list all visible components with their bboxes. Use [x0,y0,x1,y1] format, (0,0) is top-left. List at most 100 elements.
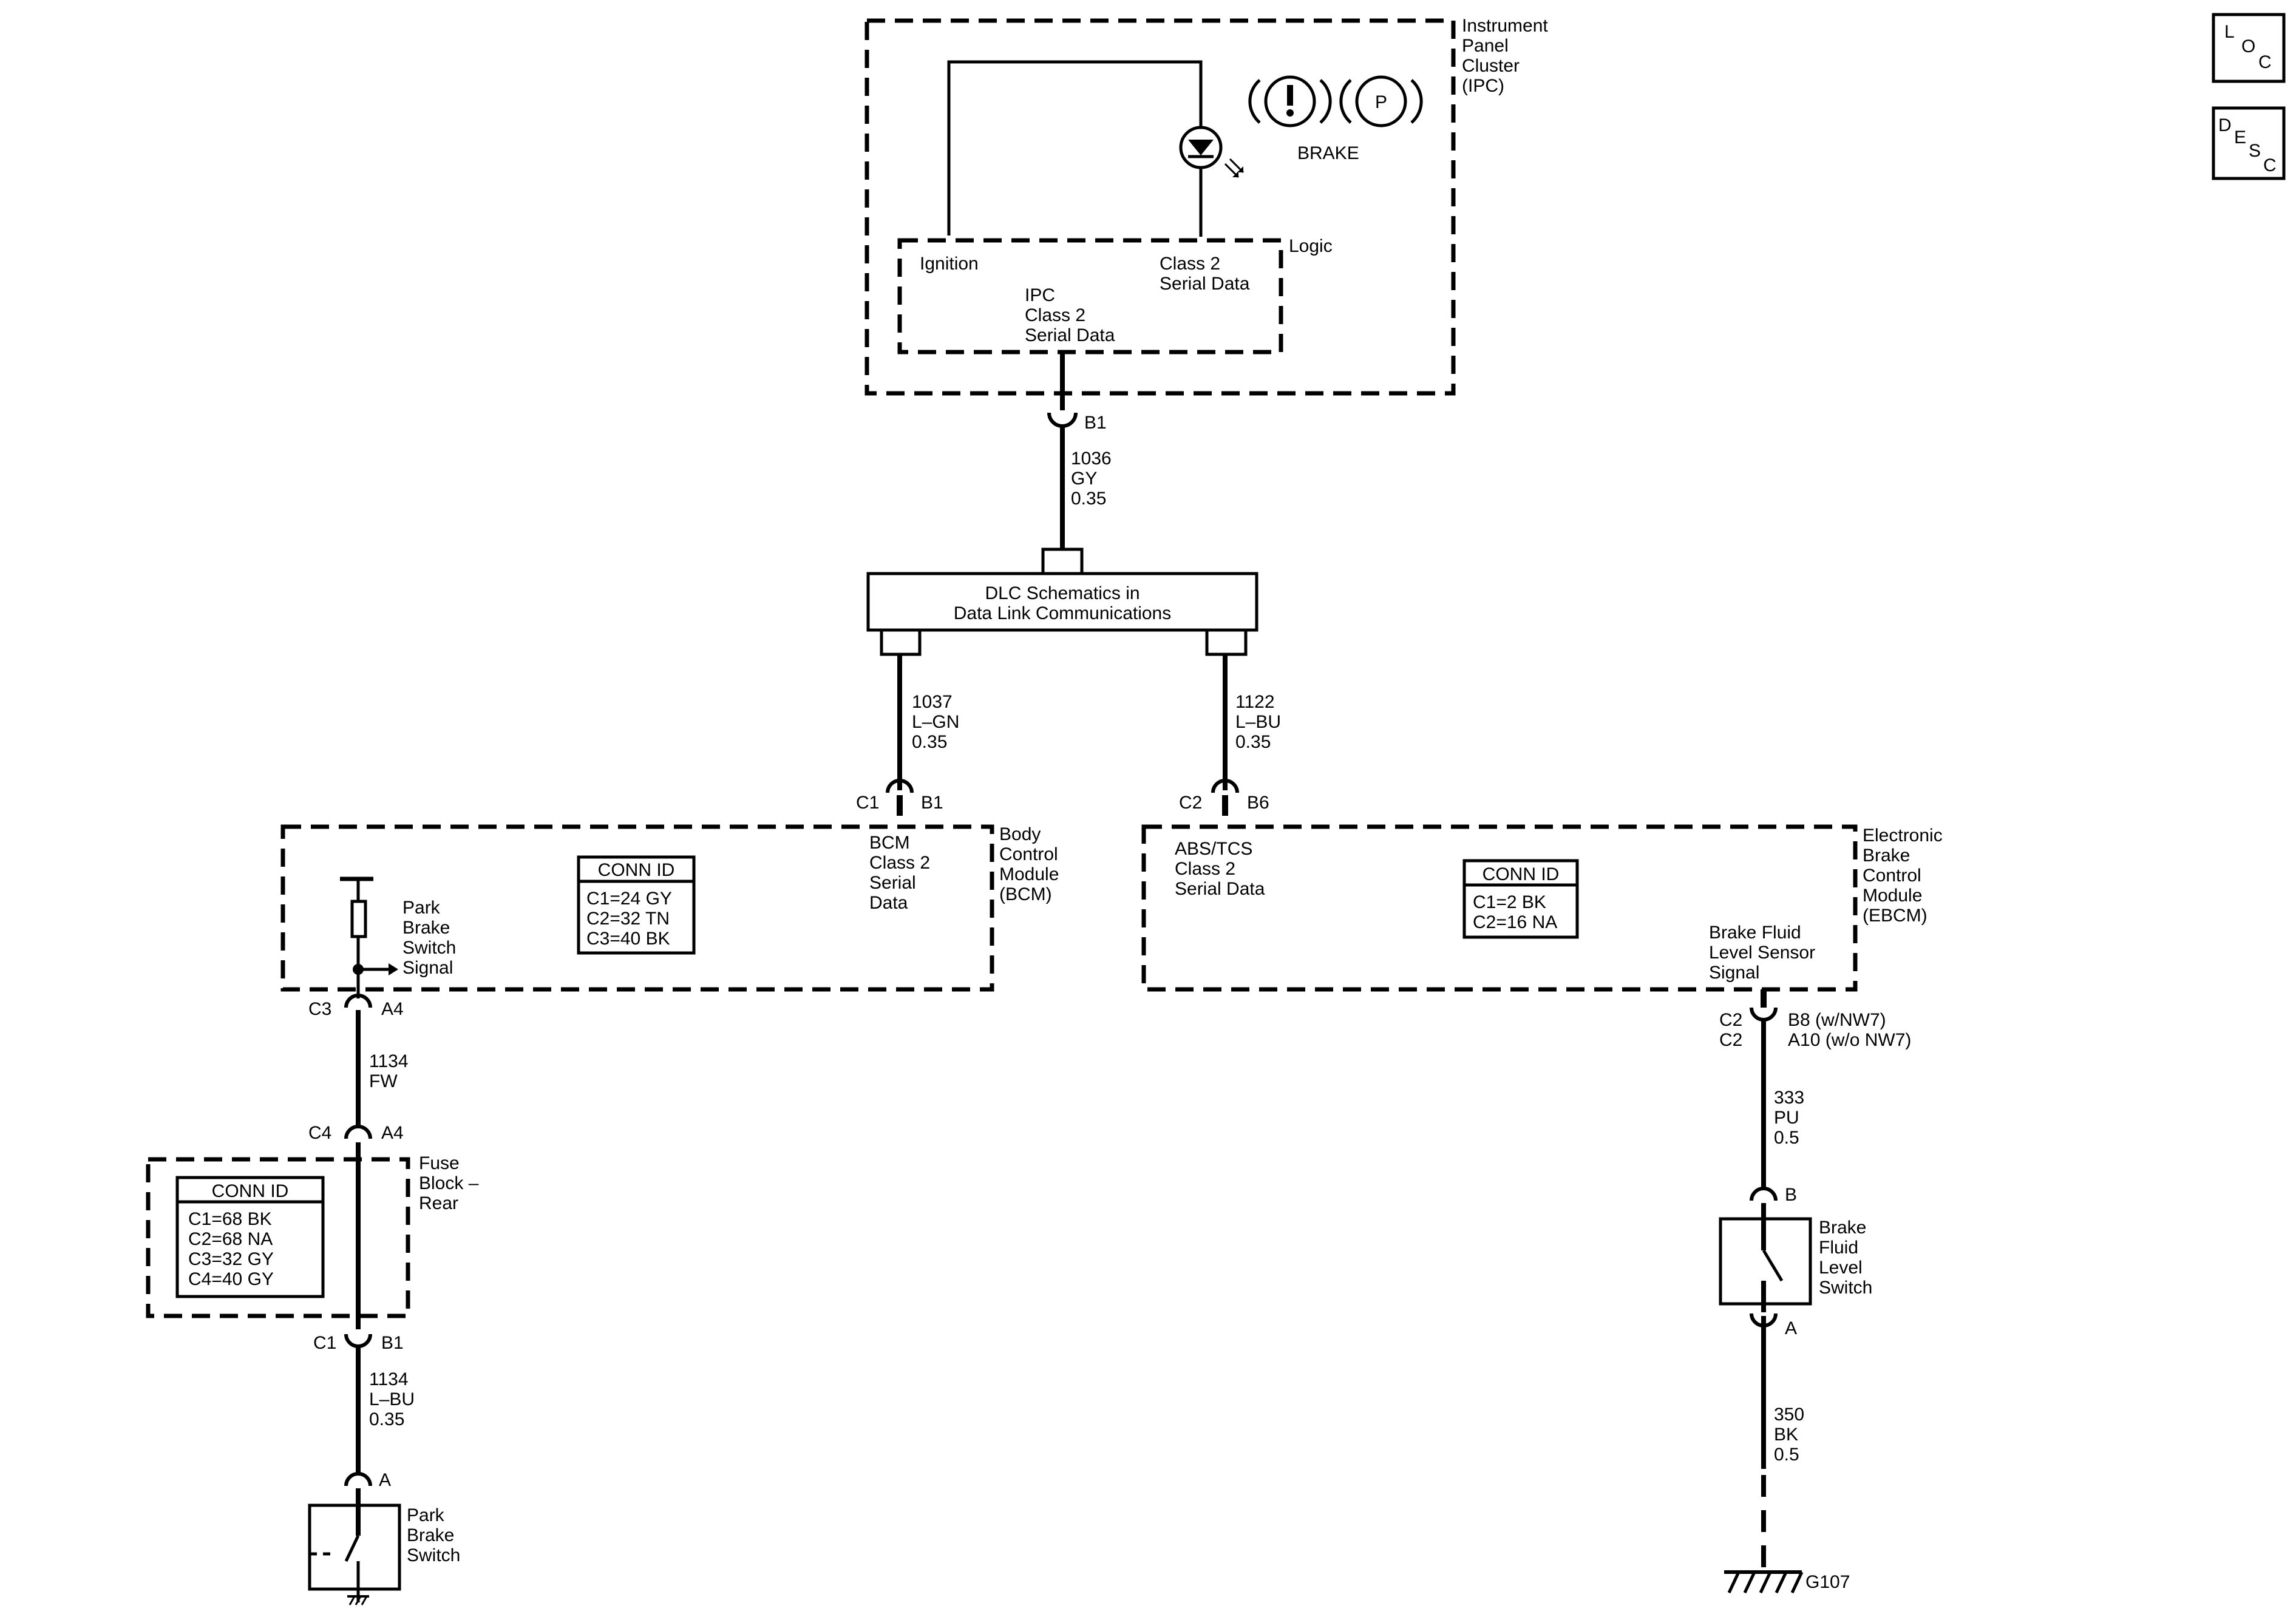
wire-1122-gauge: 0.35 [1235,732,1271,752]
ebcm-name-1: Electronic [1863,825,1943,846]
bcm-park-label-4: Signal [402,958,453,978]
loc-letter: C [2258,52,2272,72]
svg-text:P: P [1375,92,1387,112]
ipc-boundary [864,18,1456,396]
ebcm-module: C2 B6 ABS/TCS Class 2 Serial Data Electr… [1141,779,1943,992]
loc-letter: O [2241,36,2255,56]
ebcm-fluid-label-3: Signal [1709,963,1759,983]
bcm-bottom-conn-left: C3 [308,999,331,1019]
park-brake-switch: A Park Brake Switch [308,1470,460,1605]
bcm-serial-label-1: BCM [869,833,910,853]
ebcm-serial-label-1: ABS/TCS [1175,839,1252,859]
wire-1122-color: L–BU [1235,712,1281,732]
ipc-class2-label-1: Class 2 [1160,254,1220,274]
bcm-park-label-3: Switch [402,938,456,958]
loc-button-frame[interactable] [2212,13,2286,83]
ipc-name-2: Panel [1462,36,1509,56]
switch-contact-icon [344,1534,360,1562]
dlc-label-2: Data Link Communications [954,603,1172,623]
ebcm-conn-id-table: CONN ID C1=2 BK C2=16 NA [1462,859,1579,939]
wire-1036-circuit: 1036 [1071,449,1112,469]
wire-1122-circuit: 1122 [1235,692,1275,712]
ebcm-conn-id-header: CONN ID [1483,864,1560,884]
dlc-box[interactable]: DLC Schematics in Data Link Communicatio… [866,547,1258,656]
bcm-park-signal-circuit [340,876,398,998]
fuse-name-1: Fuse [419,1153,460,1173]
bcm-conn-id-row: C3=40 BK [586,929,670,949]
ebcm-name-2: Brake [1863,846,1910,866]
ebcm-bottom-conn-left-1: C2 [1719,1010,1742,1030]
wire-1036-gauge: 0.35 [1071,489,1106,509]
ipc-ignition-feed [947,60,1203,236]
bcm-name-2: Control [999,844,1058,864]
wire-1134-fw-circuit: 1134 [369,1051,409,1071]
arrow-right-icon [389,963,398,975]
bcm-connector-c3: C3 A4 [308,994,404,1019]
desc-letter: D [2218,115,2232,135]
ipc-logic-label: Logic [1289,236,1333,256]
fluid-switch-name-3: Level [1819,1258,1863,1278]
fuse-name-3: Rear [419,1193,458,1213]
desc-button-frame[interactable] [2212,106,2286,180]
resistor-icon [350,900,367,938]
brake-lamp-led-icon [1179,126,1245,178]
loc-letter: L [2224,22,2235,42]
ipc-name-3: Cluster [1462,56,1520,76]
wire-1036-color: GY [1071,469,1097,489]
parking-brake-icon: P [1339,75,1423,127]
ipc-serial-label-1: IPC [1025,285,1055,305]
ebcm-fluid-label-2: Level Sensor [1709,943,1815,963]
wire-1037-color: L–GN [912,712,959,732]
ipc-name-1: Instrument [1462,16,1548,36]
loc-button[interactable]: L O C [2212,13,2286,83]
fluid-switch-pin-top: B [1785,1185,1797,1205]
fluid-switch-name-4: Switch [1819,1278,1872,1298]
ebcm-serial-label-2: Class 2 [1175,859,1235,879]
wire-350-circuit: 350 [1774,1405,1804,1425]
wire-333-circuit: 333 [1774,1088,1804,1108]
ipc-logic-box [897,238,1283,354]
ipc-connector-pin: B1 [1084,413,1107,433]
wire-1134-lbu-circuit: 1134 [369,1369,409,1389]
bcm-park-label-2: Brake [402,918,450,938]
ground-g107-icon [1724,1570,1804,1594]
wire-333-color: PU [1774,1108,1799,1128]
ebcm-connector-bottom: C2 C2 B8 (w/NW7) A10 (w/o NW7) [1719,989,1911,1050]
wire-1134-fw-color: FW [369,1071,398,1091]
park-switch-name-3: Switch [407,1545,460,1565]
fuse-block-connector-c4: C4 A4 [308,1123,404,1143]
wire-1037-circuit: 1037 [912,692,953,712]
ipc-serial-label-2: Class 2 [1025,305,1085,325]
brake-warning-icon [1248,75,1332,127]
wire-350-color: BK [1774,1425,1798,1445]
bcm-module: C1 B1 BCM Class 2 Serial Data Body Contr… [280,779,1059,998]
dlc-top-port [1041,547,1084,574]
ipc-module: Instrument Panel Cluster (IPC) [864,16,1548,396]
desc-letter: E [2234,127,2246,147]
wire-1134-lbu-color: L–BU [369,1389,415,1409]
bcm-conn-id-row: C1=24 GY [586,889,672,909]
park-switch-name-1: Park [407,1505,445,1525]
fluid-switch-name-2: Fluid [1819,1238,1858,1258]
dlc-label-1: DLC Schematics in [985,583,1140,603]
ebcm-conn-id-row: C1=2 BK [1473,892,1546,912]
park-switch-pin: A [379,1470,391,1490]
desc-button[interactable]: D E S C [2212,106,2286,180]
wire-1134-lbu-gauge: 0.35 [369,1409,404,1429]
bcm-name-1: Body [999,824,1041,844]
dlc-bottom-port-left [880,630,922,656]
bcm-conn-id-row: C2=32 TN [586,909,670,929]
fuse-conn-id-header: CONN ID [212,1181,289,1201]
ebcm-bottom-conn-right-1: B8 (w/NW7) [1788,1010,1886,1030]
bcm-boundary [280,824,994,992]
fuse-block-connector-c1: C1 B1 [313,1333,404,1353]
fuse-bottom-conn-right: B1 [381,1333,404,1353]
park-switch-name-2: Brake [407,1525,454,1545]
fuse-conn-id-table: CONN ID C1=68 BK C2=68 NA C3=32 GY C4=40… [175,1176,325,1298]
fuse-block-boundary [146,1157,410,1318]
bcm-park-label-1: Park [402,898,441,918]
bcm-name-3: Module [999,864,1059,884]
ipc-class2-label-2: Serial Data [1160,274,1250,294]
bcm-serial-label-4: Data [869,893,908,913]
